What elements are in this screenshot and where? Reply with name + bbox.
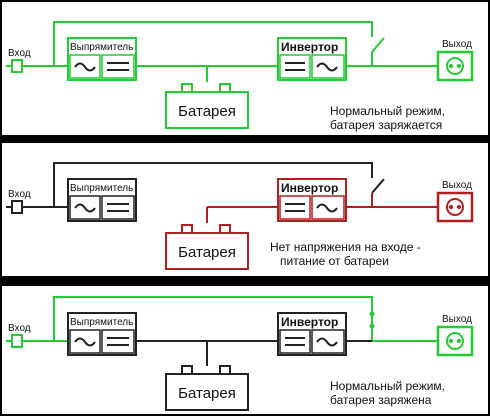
socket-pin-right	[456, 338, 462, 344]
output-socket	[436, 50, 474, 82]
panel-normal-charging: Выпрямитель Батарея Инвертор Вход Выход …	[2, 2, 488, 135]
bypass-switch-contact-top	[369, 311, 375, 317]
inverter-label: Инвертор	[281, 40, 338, 54]
battery-block	[165, 91, 249, 129]
bypass-line	[53, 162, 373, 207]
caption-line-2: питание от батареи	[280, 254, 389, 268]
battery-terminal-right	[219, 224, 231, 234]
rectifier-dc-cell	[101, 195, 135, 220]
inverter-ac-symbol	[316, 337, 338, 347]
caption-line-1: Нормальный режим,	[330, 104, 445, 118]
rectifier-dc-symbol	[107, 337, 129, 346]
bypass-line	[53, 21, 373, 66]
input-plug	[11, 200, 23, 214]
inverter-ac-symbol	[316, 62, 338, 72]
caption-line-2: батарея заряжается	[330, 118, 442, 132]
bypass-switch	[371, 178, 385, 194]
caption-line-2: батарея заряжена	[330, 393, 432, 407]
rectifier-dc-cell	[101, 54, 135, 79]
inverter-ac-cell	[311, 54, 345, 79]
battery-terminal-left	[181, 83, 193, 93]
panel-battery-power: Выпрямитель Батарея Инвертор Вход Выход …	[2, 143, 488, 276]
panel-normal-charged: Выпрямитель Батарея Инвертор Вход Выход …	[2, 286, 488, 414]
bypass-switch-contact-bottom	[369, 323, 375, 329]
input-label: Вход	[8, 323, 31, 334]
socket-face	[446, 57, 464, 75]
inverter-dc-cell	[279, 54, 311, 79]
socket-pin-left	[448, 63, 454, 69]
battery-label: Батарея	[178, 244, 236, 261]
socket-face	[446, 198, 464, 216]
inverter-ac-symbol	[316, 203, 338, 213]
socket-face	[446, 332, 464, 350]
rectifier-label: Выпрямитель	[70, 183, 133, 194]
inverter-ac-cell	[311, 329, 345, 354]
input-label: Вход	[8, 189, 31, 200]
rectifier-ac-symbol	[74, 337, 96, 347]
battery-block	[165, 373, 249, 411]
battery-label: Батарея	[178, 103, 236, 120]
battery-terminal-left	[181, 365, 193, 375]
input-plug	[11, 334, 23, 348]
inverter-ac-cell	[311, 195, 345, 220]
bypass-switch	[371, 37, 385, 53]
rectifier-ac-symbol	[74, 62, 96, 72]
inverter-label: Инвертор	[281, 315, 338, 329]
caption-line-1: Нет напряжения на входе -	[270, 240, 421, 254]
battery-terminal-right	[219, 365, 231, 375]
rectifier-ac-symbol	[74, 203, 96, 213]
bypass-line	[53, 296, 373, 341]
inverter-dc-cell	[279, 329, 311, 354]
rectifier-dc-symbol	[107, 62, 129, 71]
socket-pin-left	[448, 338, 454, 344]
input-label: Вход	[8, 48, 31, 59]
caption-line-1: Нормальный режим,	[330, 379, 445, 393]
rectifier-label: Выпрямитель	[70, 42, 133, 53]
battery-terminal-left	[181, 224, 193, 234]
input-plug	[11, 59, 23, 73]
inverter-dc-symbol	[285, 62, 305, 71]
inverter-dc-cell	[279, 195, 311, 220]
socket-pin-right	[456, 63, 462, 69]
battery-label: Батарея	[178, 385, 236, 402]
socket-pin-right	[456, 204, 462, 210]
inverter-dc-symbol	[285, 203, 305, 212]
rectifier-dc-symbol	[107, 203, 129, 212]
rectifier-dc-cell	[101, 329, 135, 354]
output-label: Выход	[442, 39, 472, 50]
inverter-dc-symbol	[285, 337, 305, 346]
inverter-label: Инвертор	[281, 181, 338, 195]
battery-terminal-right	[219, 83, 231, 93]
output-label: Выход	[442, 180, 472, 191]
rectifier-label: Выпрямитель	[70, 317, 133, 328]
output-socket	[436, 191, 474, 223]
output-label: Выход	[442, 314, 472, 325]
socket-pin-left	[448, 204, 454, 210]
output-socket	[436, 325, 474, 357]
battery-block	[165, 232, 249, 270]
